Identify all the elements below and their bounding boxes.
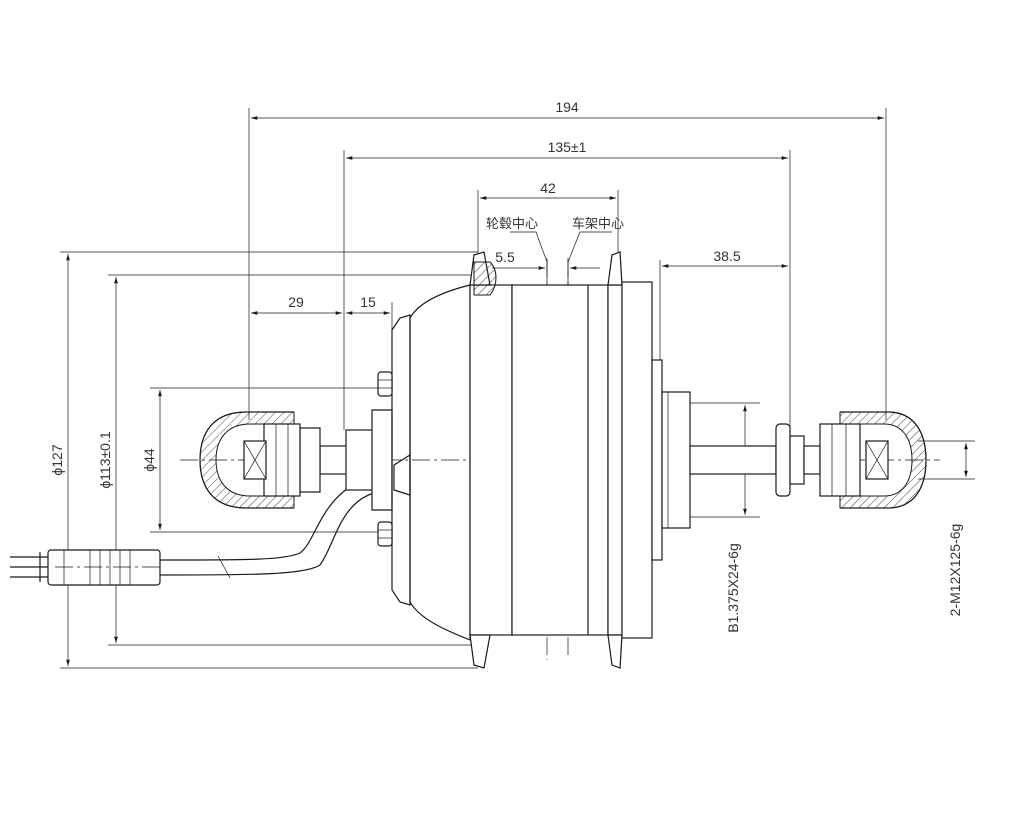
dim-phi44: ϕ44 bbox=[141, 448, 157, 472]
cable-connector bbox=[47, 549, 161, 586]
dim-freewheel-thread: B1.375X24-6g bbox=[725, 543, 741, 633]
dim-phi127: ϕ127 bbox=[49, 444, 65, 475]
left-axle-assembly bbox=[199, 411, 381, 509]
label-hub-center: 轮毂中心 bbox=[486, 217, 538, 232]
dim-135: 135±1 bbox=[548, 139, 587, 155]
hub-shell bbox=[409, 251, 663, 669]
dim-38-5: 38.5 bbox=[713, 248, 740, 264]
dim-29: 29 bbox=[288, 294, 304, 310]
dim-5-5: 5.5 bbox=[495, 249, 515, 265]
dim-axle-thread: 2-M12X125-6g bbox=[947, 524, 963, 617]
extension-lines bbox=[60, 108, 975, 669]
dim-phi113: ϕ113±0.1 bbox=[97, 431, 113, 489]
connector-pins bbox=[10, 552, 48, 582]
dim-194: 194 bbox=[555, 99, 579, 115]
right-flange bbox=[607, 251, 623, 286]
label-frame-center: 车架中心 bbox=[572, 216, 624, 232]
right-axle-assembly bbox=[661, 391, 927, 529]
dim-42: 42 bbox=[540, 180, 556, 196]
motor-cable bbox=[10, 473, 379, 586]
left-side-cover bbox=[371, 314, 411, 606]
dim-15: 15 bbox=[360, 294, 376, 310]
